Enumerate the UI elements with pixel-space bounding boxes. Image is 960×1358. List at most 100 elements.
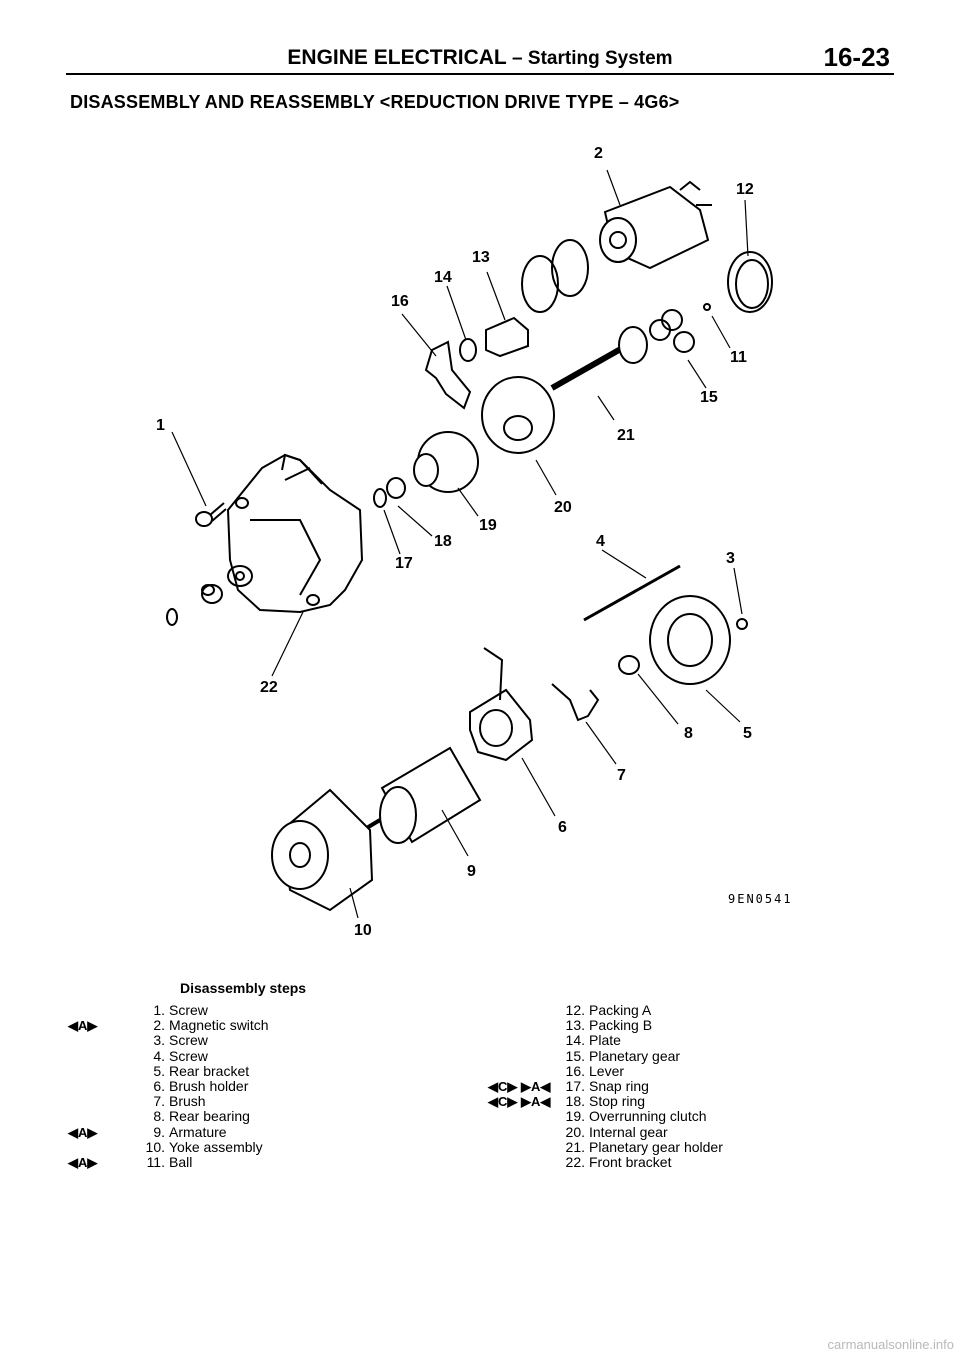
step-row: ◀C▶ ▶A◀17.Snap ring: [488, 1077, 880, 1094]
step-row: 14.Plate: [560, 1033, 880, 1048]
overrunning-clutch-part: [413, 431, 479, 493]
callout-21: 21: [617, 427, 635, 444]
header-title: ENGINE ELECTRICAL – Starting System: [0, 46, 960, 70]
page-number: 16-23: [823, 42, 891, 72]
step-label: Armature: [169, 1123, 227, 1140]
step-label: Overrunning clutch: [589, 1108, 707, 1125]
callout-22: 22: [260, 679, 278, 696]
step-number: 15.: [565, 1047, 585, 1064]
step-number: 18.: [565, 1093, 585, 1110]
callout-7: 7: [617, 767, 626, 784]
packing-a-part: [727, 251, 773, 313]
step-number: 4.: [153, 1047, 165, 1064]
callout-2: 2: [594, 145, 603, 162]
step-number: 3.: [153, 1032, 165, 1049]
step-mark: ◀A▶: [68, 1154, 98, 1170]
planetary-gear-holder-part: [550, 326, 648, 391]
header-rule: [66, 73, 894, 75]
callout-1: 1: [156, 417, 165, 434]
step-row: 1.Screw: [140, 1002, 440, 1018]
plate-part: [551, 239, 589, 297]
step-row: 6.Brush holder: [140, 1077, 440, 1094]
ball-part: [703, 303, 711, 311]
step-number: 8.: [153, 1108, 165, 1125]
step-label: Brush holder: [169, 1077, 249, 1094]
step-number: 12.: [565, 1002, 585, 1018]
step-row: 19.Overrunning clutch: [560, 1109, 880, 1124]
callout-13: 13: [472, 249, 490, 266]
front-bracket-part: [226, 453, 364, 614]
step-number: 10.: [145, 1138, 165, 1155]
step-label: Plate: [589, 1032, 621, 1049]
step-label: Internal gear: [589, 1123, 668, 1140]
step-label: Screw: [169, 1002, 208, 1018]
step-number: 6.: [153, 1077, 165, 1094]
screw-4-part: [583, 564, 681, 622]
brush-holder-part: [469, 647, 534, 762]
step-row: ◀A▶9.Armature: [68, 1123, 440, 1140]
callout-15: 15: [700, 389, 718, 406]
step-number: 17.: [565, 1077, 585, 1094]
step-row: 3.Screw: [140, 1033, 440, 1048]
steps-title: Disassembly steps: [180, 980, 307, 996]
step-label: Front bracket: [589, 1153, 672, 1170]
callout-9: 9: [467, 863, 476, 880]
step-number: 22.: [565, 1153, 585, 1170]
page-header: ENGINE ELECTRICAL – Starting System 16-2…: [0, 40, 960, 75]
step-row: 8.Rear bearing: [140, 1109, 440, 1124]
step-label: Screw: [169, 1032, 208, 1049]
callout-6: 6: [558, 819, 567, 836]
section-heading: DISASSEMBLY AND REASSEMBLY <REDUCTION DR…: [70, 92, 680, 112]
step-mark: ◀A▶: [68, 1018, 98, 1034]
step-row: 5.Rear bracket: [140, 1062, 440, 1079]
subsection-title: Starting System: [527, 48, 673, 69]
step-number: 7.: [153, 1093, 165, 1110]
step-label: Magnetic switch: [169, 1017, 269, 1034]
step-mark: ◀C▶ ▶A◀: [488, 1094, 551, 1110]
callout-17: 17: [395, 555, 413, 572]
callout-12: 12: [736, 181, 754, 198]
step-row: 13.Packing B: [560, 1017, 880, 1034]
step-row: 10.Yoke assembly: [140, 1138, 440, 1155]
callout-4: 4: [596, 533, 605, 550]
step-row: 7.Brush: [140, 1093, 440, 1110]
step-row: ◀A▶11.Ball: [68, 1153, 440, 1170]
step-row: 4.Screw: [140, 1047, 440, 1064]
step-number: 13.: [565, 1017, 585, 1034]
armature-part: [358, 746, 482, 844]
step-label: Lever: [589, 1062, 625, 1079]
planetary-gear-part: [661, 309, 683, 331]
exploded-view-figure: 2 12 13 14 16 11 15 1 21 20 19 18 4 3 17…: [156, 145, 793, 939]
step-number: 20.: [565, 1123, 585, 1140]
rear-bracket-part: [649, 595, 731, 685]
callout-8: 8: [684, 725, 693, 742]
step-row: 15.Planetary gear: [560, 1047, 880, 1064]
footer-watermark: carmanualsonline.info: [827, 1337, 954, 1352]
callout-20: 20: [554, 499, 572, 516]
step-label: Planetary gear: [589, 1047, 681, 1064]
step-number: 21.: [565, 1138, 585, 1155]
leader-lines: [171, 169, 749, 919]
step-row: 16.Lever: [560, 1062, 880, 1079]
screw-3-part: [736, 618, 748, 630]
step-number: 5.: [153, 1062, 165, 1079]
callout-18: 18: [434, 533, 452, 550]
step-row: ◀A▶2.Magnetic switch: [68, 1017, 440, 1034]
packing-b-plate: [521, 255, 559, 313]
screw-1-part: [195, 502, 227, 527]
plate-ring-part: [459, 338, 477, 362]
figure-code: 9EN0541: [728, 892, 793, 906]
step-label: Rear bearing: [169, 1108, 250, 1125]
step-row: 21.Planetary gear holder: [560, 1138, 880, 1155]
step-label: Ball: [169, 1153, 193, 1170]
title-dash: –: [512, 48, 523, 69]
step-number: 14.: [565, 1032, 585, 1049]
section-title: ENGINE ELECTRICAL: [287, 46, 507, 69]
callout-11: 11: [730, 349, 747, 366]
callout-labels: 2 12 13 14 16 11 15 1 21 20 19 18 4 3 17…: [156, 145, 754, 939]
callout-3: 3: [726, 550, 735, 567]
step-row: 22.Front bracket: [560, 1153, 880, 1170]
step-label: Screw: [169, 1047, 208, 1064]
lever-part: [424, 340, 472, 410]
